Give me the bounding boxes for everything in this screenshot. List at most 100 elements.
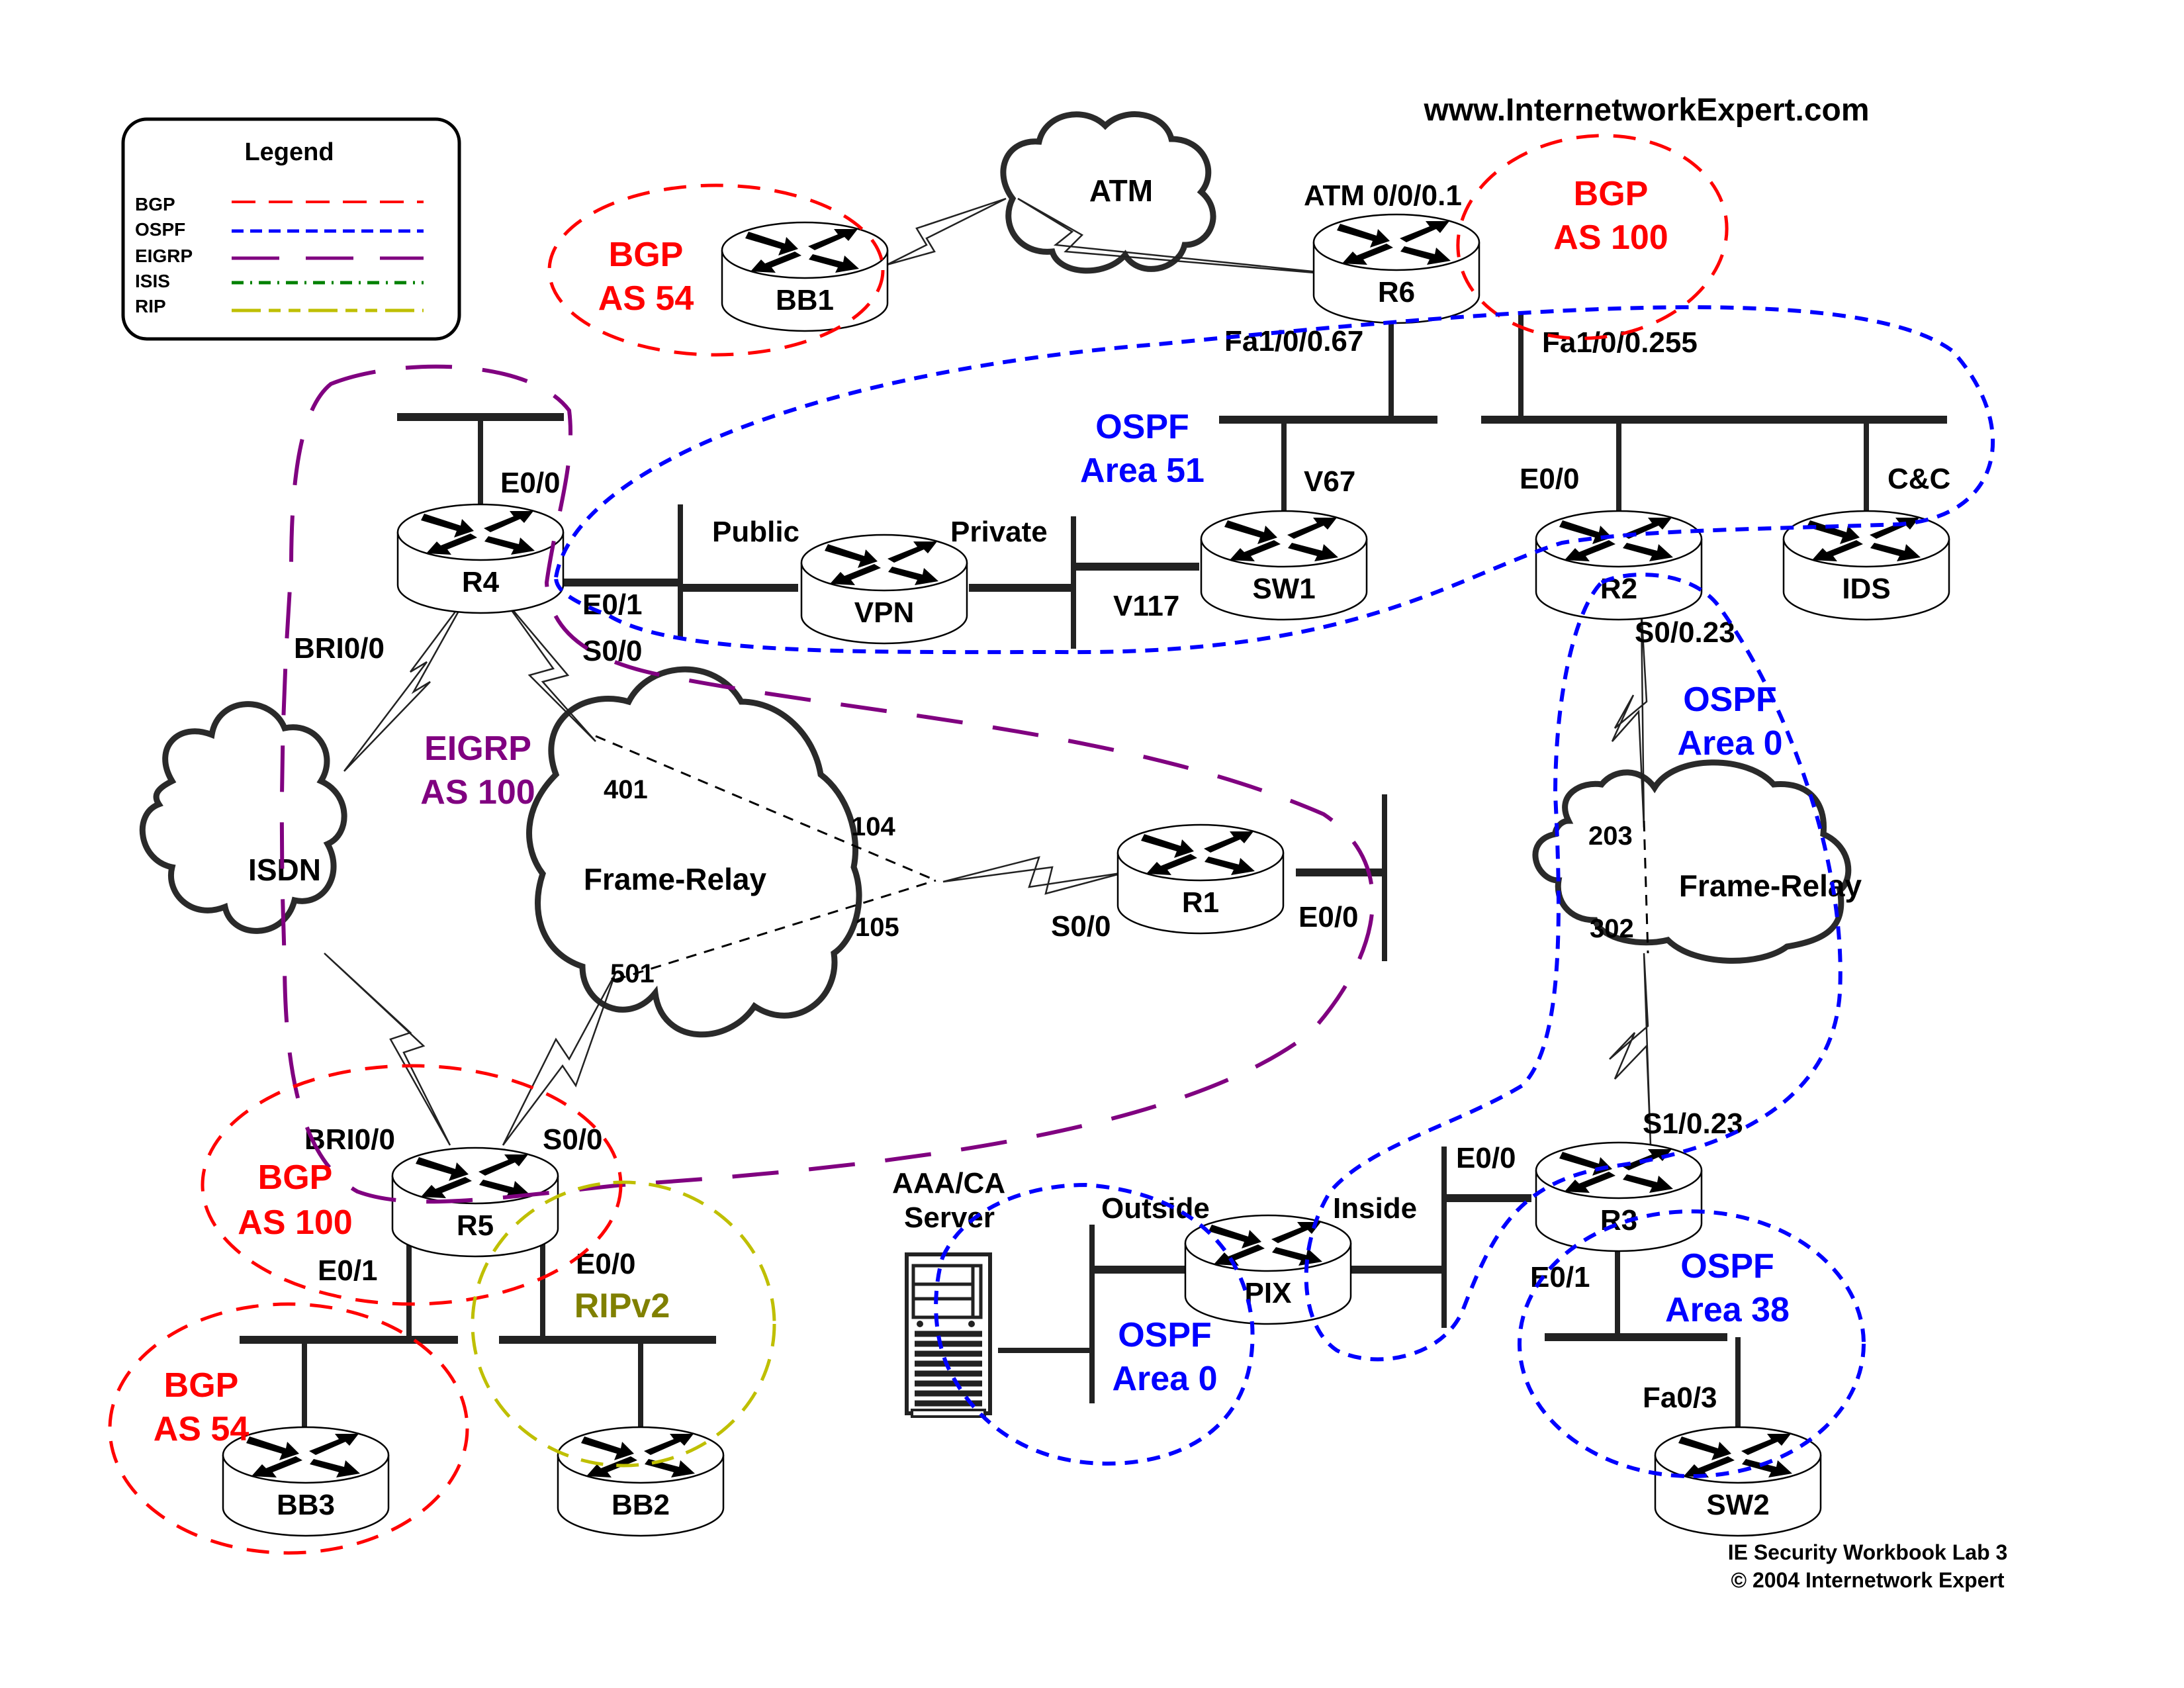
footer-workbook-title: IE Security Workbook Lab 3	[1728, 1540, 2008, 1564]
eigrp-as100-label-line1: EIGRP	[424, 729, 531, 768]
ospf-area38-label-line2: Area 38	[1665, 1291, 1790, 1329]
r4-fr-serial	[502, 598, 596, 742]
router-r3[interactable]: R3	[1535, 1141, 1703, 1252]
legend-label-bgp: BGP	[135, 194, 175, 214]
frame-relay-pvcs	[595, 735, 1649, 981]
r4-e00-interface: E0/0	[500, 467, 561, 499]
bgp-as54-bb1-boundary	[547, 183, 885, 357]
ethernet-segments	[240, 413, 1947, 1403]
router-r4[interactable]: R4	[396, 503, 565, 614]
bgp-as100-r5-label-line2: AS 100	[238, 1203, 352, 1242]
dlci-501: 501	[610, 959, 655, 988]
bgp-as54-bb1-label-line1: BGP	[609, 236, 684, 274]
r1-e00-interface: E0/0	[1298, 901, 1359, 933]
r2-s0023-interface: S0/0.23	[1635, 616, 1735, 649]
bgp-as100-r5-label-line1: BGP	[258, 1158, 333, 1197]
ospf-area0-pix-label-line2: Area 0	[1113, 1360, 1218, 1398]
sw1-v67-interface: V67	[1304, 465, 1355, 498]
ospf-area0-right-label-line1: OSPF	[1683, 680, 1777, 719]
eigrp-as100-label-line2: AS 100	[420, 773, 535, 812]
firewall-pix[interactable]: PIX	[1184, 1214, 1352, 1325]
bgp-as100-r6-label-line1: BGP	[1574, 175, 1649, 213]
aaa-server-label-line2: Server	[904, 1201, 995, 1234]
ospf-area51-label-line2: Area 51	[1080, 451, 1205, 490]
bgp-as100-r5-boundary	[201, 1064, 623, 1306]
router-r2-label: R2	[1600, 573, 1637, 605]
ospf-area0-right-label-line2: Area 0	[1678, 724, 1783, 763]
r1-s00-interface: S0/0	[1051, 910, 1111, 943]
footer-copyright: © 2004 Internetwork Expert	[1731, 1568, 2004, 1592]
sw1-v117-interface: V117	[1113, 590, 1179, 622]
cloud-frame-relay-left-label: Frame-Relay	[584, 862, 767, 896]
cloud-frame-relay-right: Frame-Relay	[1532, 759, 1862, 964]
legend-label-isis: ISIS	[135, 271, 170, 291]
router-bb1-label: BB1	[776, 284, 834, 316]
r5-e00-interface: E0/0	[576, 1248, 636, 1280]
serial-links	[324, 197, 1652, 1146]
aaa-ca-server[interactable]: AAA/CA Server	[892, 1167, 1005, 1418]
router-r1-label: R1	[1182, 886, 1219, 919]
server-icon	[905, 1252, 992, 1418]
switch-sw1[interactable]: SW1	[1200, 510, 1368, 621]
dlci-104: 104	[851, 812, 895, 841]
r5-s00-interface: S0/0	[543, 1123, 603, 1156]
router-r5[interactable]: R5	[391, 1147, 559, 1258]
router-r6-label: R6	[1378, 276, 1415, 308]
router-bb3-label: BB3	[277, 1489, 335, 1521]
ids-cc-interface: C&C	[1888, 463, 1950, 495]
firewall-pix-label: PIX	[1245, 1277, 1292, 1309]
dlci-203: 203	[1588, 821, 1633, 851]
protocol-boundaries	[108, 134, 1995, 1555]
r5-e01-interface: E0/1	[318, 1254, 378, 1287]
legend-label-rip: RIP	[135, 296, 166, 316]
router-r1[interactable]: R1	[1116, 823, 1285, 935]
r3-e00-interface: E0/0	[1456, 1142, 1516, 1174]
ospf-area51-label-line1: OSPF	[1095, 408, 1189, 446]
switch-sw2[interactable]: SW2	[1654, 1426, 1822, 1537]
r4-isdn-serial	[343, 595, 469, 772]
router-r4-label: R4	[462, 566, 500, 598]
r2-e00-interface: E0/0	[1520, 463, 1580, 495]
ospf-area51-boundary	[553, 305, 1995, 655]
r5-fr-serial	[502, 972, 617, 1146]
cloud-isdn: ISDN	[139, 701, 347, 934]
router-bb3[interactable]: BB3	[222, 1426, 390, 1537]
eigrp-as100-boundary	[279, 364, 1375, 1204]
site-url[interactable]: www.InternetworkExpert.com	[1423, 93, 1869, 128]
ospf-area0-pix-label-line1: OSPF	[1118, 1316, 1212, 1354]
router-bb2[interactable]: BB2	[557, 1426, 725, 1537]
switch-sw2-label: SW2	[1706, 1489, 1769, 1521]
pvc-501-105	[615, 879, 936, 981]
r1-fr-serial	[942, 856, 1126, 895]
router-r5-label: R5	[457, 1209, 494, 1242]
bgp-as54-bb3-boundary	[108, 1302, 469, 1555]
protocol-labels: BGP AS 54 BGP AS 100 OSPF Area 51 EIGRP …	[154, 175, 1790, 1448]
ids-label: IDS	[1842, 573, 1890, 605]
ethernet-links	[302, 311, 1869, 1443]
vpn-label: VPN	[854, 596, 914, 629]
ospf-area38-boundary	[1518, 1209, 1866, 1478]
cloud-frame-relay-left: Frame-Relay	[526, 666, 862, 1038]
router-r6[interactable]: R6	[1312, 213, 1480, 324]
vpn-private-interface: Private	[950, 516, 1048, 548]
aaa-server-label-line1: AAA/CA	[892, 1167, 1005, 1199]
router-bb1[interactable]: BB1	[721, 221, 889, 332]
r5-isdn-serial	[324, 953, 451, 1146]
r3-e01-interface: E0/1	[1530, 1261, 1590, 1293]
ospf-area38-label-line1: OSPF	[1680, 1247, 1774, 1286]
cloud-atm: ATM	[1000, 111, 1216, 274]
bgp-as54-bb3-label-line1: BGP	[164, 1366, 239, 1405]
r4-bri-interface: BRI0/0	[294, 632, 385, 665]
legend-label-eigrp: EIGRP	[135, 246, 193, 266]
vpn-concentrator[interactable]: VPN	[800, 534, 968, 645]
pvc-401-104	[595, 735, 936, 882]
ids-sensor[interactable]: IDS	[1782, 510, 1950, 621]
ripv2-label: RIPv2	[574, 1287, 670, 1325]
router-r2[interactable]: R2	[1535, 510, 1703, 621]
bb1-atm-serial	[886, 197, 1007, 266]
ripv2-boundary	[471, 1180, 776, 1468]
legend-label-ospf: OSPF	[135, 219, 185, 240]
vpn-public-interface: Public	[712, 516, 799, 548]
dlci-labels: 401 104 105 501 203 302	[604, 775, 1634, 988]
router-bb2-label: BB2	[612, 1489, 670, 1521]
